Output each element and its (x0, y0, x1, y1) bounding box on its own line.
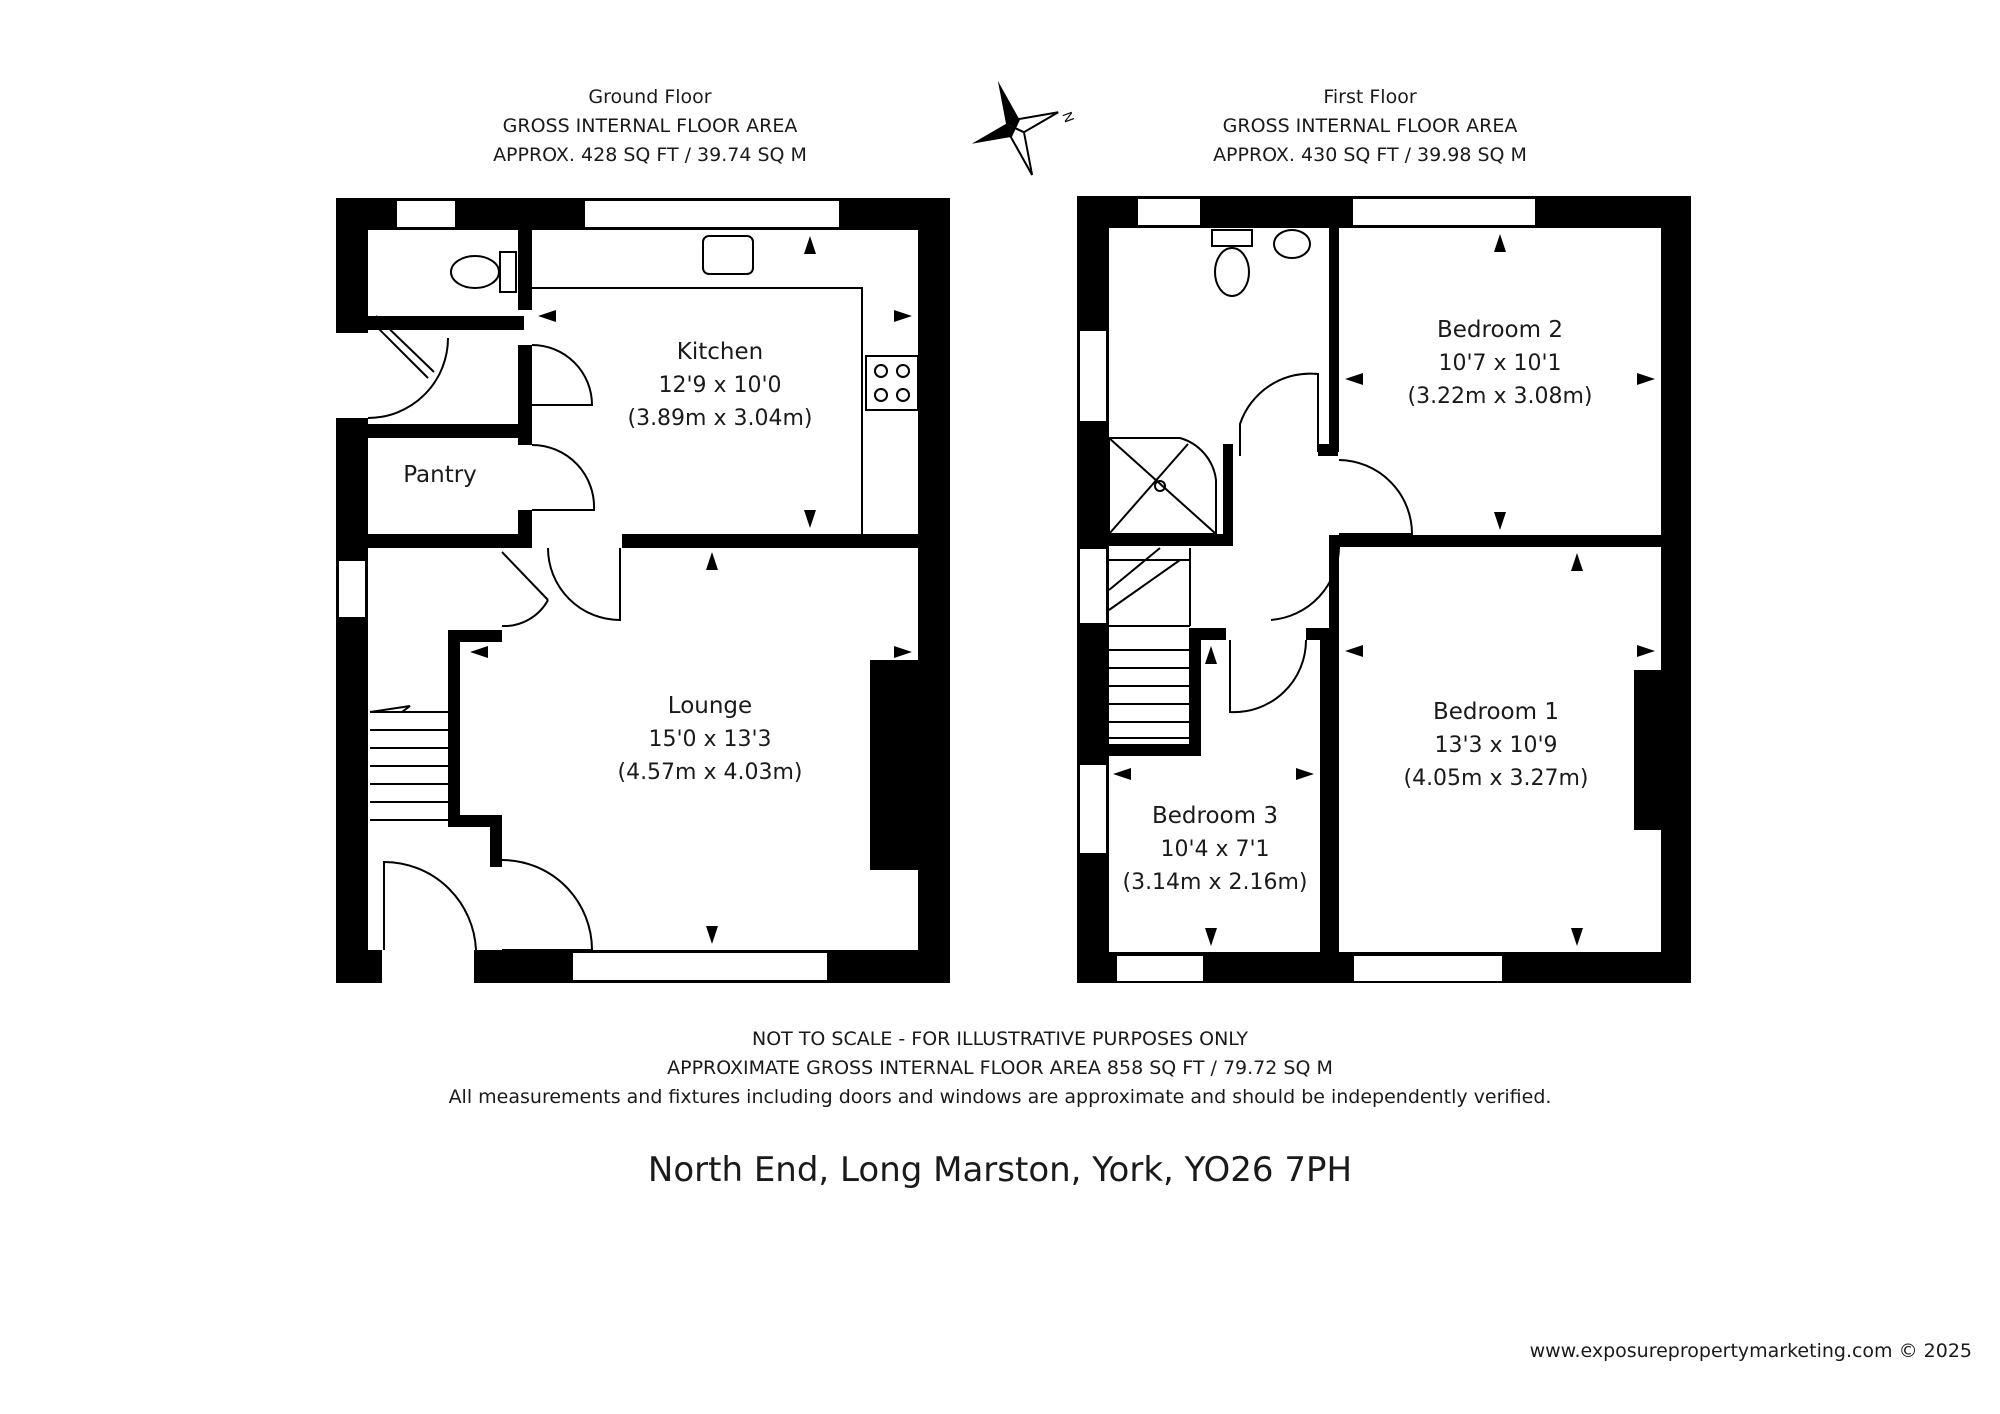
first-floor-title: First Floor (1323, 86, 1417, 108)
bedroom-2-name: Bedroom 2 (1437, 317, 1563, 343)
bedroom-1-metric: (4.05m x 3.27m) (1403, 766, 1589, 791)
room-label-lounge: Lounge 15'0 x 13'3 (4.57m x 4.03m) (580, 690, 840, 789)
room-label-bedroom-3: Bedroom 3 10'4 x 7'1 (3.14m x 2.16m) (1100, 800, 1330, 899)
first-floor-fixtures (1108, 229, 1311, 739)
disclaimer-notes: NOT TO SCALE - FOR ILLUSTRATIVE PURPOSES… (0, 1025, 2000, 1112)
ground-floor-plan (336, 198, 950, 983)
ground-floor-fixtures (369, 235, 919, 821)
lounge-metric: (4.57m x 4.03m) (617, 760, 803, 785)
bedroom-2-imperial: 10'7 x 10'1 (1438, 351, 1562, 376)
first-floor-header: First Floor GROSS INTERNAL FLOOR AREA AP… (1170, 83, 1570, 170)
property-address: North End, Long Marston, York, YO26 7PH (647, 1150, 1353, 1190)
first-floor-dimension-arrows (1113, 234, 1655, 946)
lounge-name: Lounge (667, 693, 753, 719)
room-label-kitchen: Kitchen 12'9 x 10'0 (3.89m x 3.04m) (600, 336, 840, 435)
ground-floor-header: Ground Floor GROSS INTERNAL FLOOR AREA A… (450, 83, 850, 170)
ground-floor-area-value: APPROX. 428 SQ FT / 39.74 SQ M (493, 144, 807, 166)
notes-line-1: NOT TO SCALE - FOR ILLUSTRATIVE PURPOSES… (752, 1028, 1248, 1050)
room-label-bedroom-2: Bedroom 2 10'7 x 10'1 (3.22m x 3.08m) (1380, 314, 1620, 413)
ground-floor-dimension-arrows (470, 236, 912, 944)
bedroom-3-name: Bedroom 3 (1152, 803, 1278, 829)
compass-icon: N (971, 81, 1078, 176)
room-label-bedroom-1: Bedroom 1 13'3 x 10'9 (4.05m x 3.27m) (1376, 696, 1616, 795)
kitchen-metric: (3.89m x 3.04m) (627, 406, 813, 431)
first-floor-doors (1229, 372, 1414, 714)
ground-floor-title: Ground Floor (588, 86, 712, 108)
bedroom-3-metric: (3.14m x 2.16m) (1122, 870, 1308, 895)
compass-north-label: N (1059, 110, 1077, 125)
pantry-name: Pantry (403, 462, 477, 488)
bedroom-2-metric: (3.22m x 3.08m) (1407, 384, 1593, 409)
kitchen-name: Kitchen (676, 339, 764, 365)
ground-floor-doors (367, 315, 621, 951)
bedroom-1-imperial: 13'3 x 10'9 (1434, 733, 1558, 758)
first-floor-area-value: APPROX. 430 SQ FT / 39.98 SQ M (1213, 144, 1527, 166)
first-floor-windows (1078, 197, 1537, 983)
notes-line-3: All measurements and fixtures including … (448, 1086, 1552, 1108)
bedroom-1-name: Bedroom 1 (1433, 699, 1559, 725)
credit-line: www.exposurepropertymarketing.com © 2025 (1529, 1340, 1972, 1362)
bedroom-3-imperial: 10'4 x 7'1 (1160, 837, 1270, 862)
lounge-imperial: 15'0 x 13'3 (648, 727, 772, 752)
ground-floor-area-label: GROSS INTERNAL FLOOR AREA (502, 115, 798, 137)
first-floor-area-label: GROSS INTERNAL FLOOR AREA (1222, 115, 1518, 137)
notes-line-2: APPROXIMATE GROSS INTERNAL FLOOR AREA 85… (667, 1057, 1333, 1079)
kitchen-imperial: 12'9 x 10'0 (658, 373, 782, 398)
ground-floor-windows (337, 199, 841, 982)
room-label-pantry: Pantry (380, 459, 500, 492)
